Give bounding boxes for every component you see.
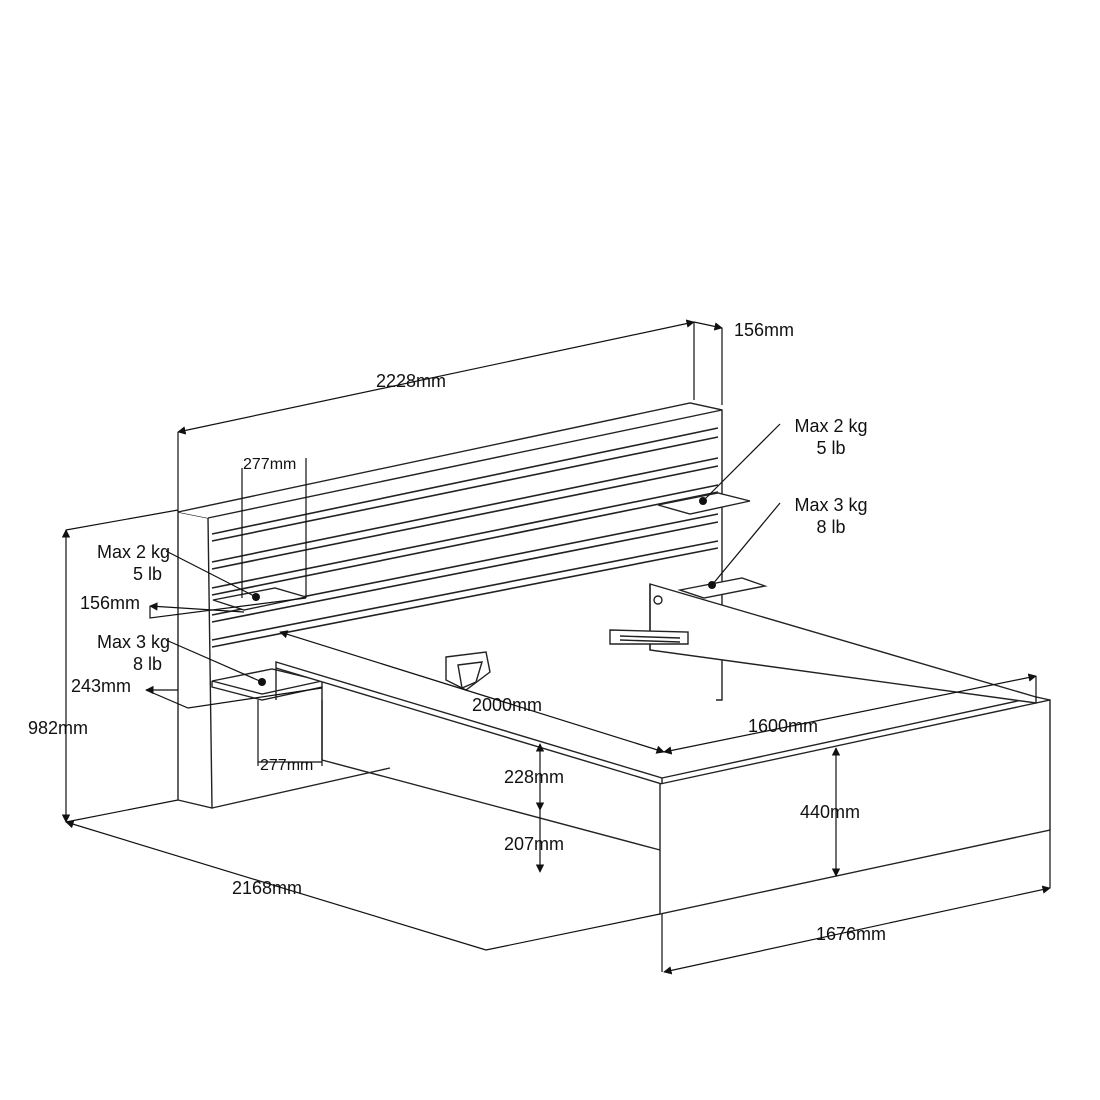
dim-lower-shelf-depth: 243mm: [71, 676, 132, 696]
load-note-line: 5 lb: [132, 564, 162, 584]
dim-rail-height: 228mm: [504, 767, 565, 787]
dim-total-width: 1676mm: [816, 924, 887, 944]
load-note-line: Max 3 kg: [794, 495, 868, 515]
right-lower-shelf: [677, 577, 768, 599]
load-note-line: Max 3 kg: [96, 632, 170, 652]
side-rail-right: [649, 583, 1037, 704]
dim-lower-shelf-width: 277mm: [260, 757, 314, 774]
dim-total-length: 2168mm: [232, 878, 303, 898]
load-note-line: 8 lb: [132, 654, 162, 674]
dim-mattress-width: 1600mm: [748, 716, 819, 736]
dim-upper-shelf-width: 277mm: [243, 456, 297, 473]
load-note-left-upper: Max 2 kg 5 lb: [78, 541, 170, 585]
load-note-right-upper: Max 2 kg 5 lb: [786, 415, 876, 459]
dim-floor-clearance: 207mm: [504, 834, 565, 854]
load-note-line: 8 lb: [816, 517, 846, 537]
dim-frame-height: 440mm: [800, 802, 861, 822]
dim-total-height: 982mm: [28, 718, 89, 738]
dim-upper-shelf-depth: 156mm: [80, 593, 141, 613]
load-note-line: Max 2 kg: [794, 416, 868, 436]
dim-mattress-length: 2000mm: [472, 695, 543, 715]
load-note-right-lower: Max 3 kg 8 lb: [786, 494, 876, 538]
brackets: [445, 629, 689, 691]
headboard-slats: [211, 427, 719, 648]
load-note-line: Max 2 kg: [96, 542, 170, 562]
dimension-lines: [61, 319, 1051, 975]
bed-outline: [177, 402, 1051, 915]
load-note-line: 5 lb: [816, 438, 846, 458]
bracket-center: [445, 651, 491, 691]
load-note-left-lower: Max 3 kg 8 lb: [78, 631, 170, 675]
headboard-left-post: [177, 511, 213, 809]
leader-lines: [165, 423, 781, 683]
dim-headboard-width: 2228mm: [376, 371, 447, 391]
dim-headboard-depth: 156mm: [734, 320, 795, 340]
